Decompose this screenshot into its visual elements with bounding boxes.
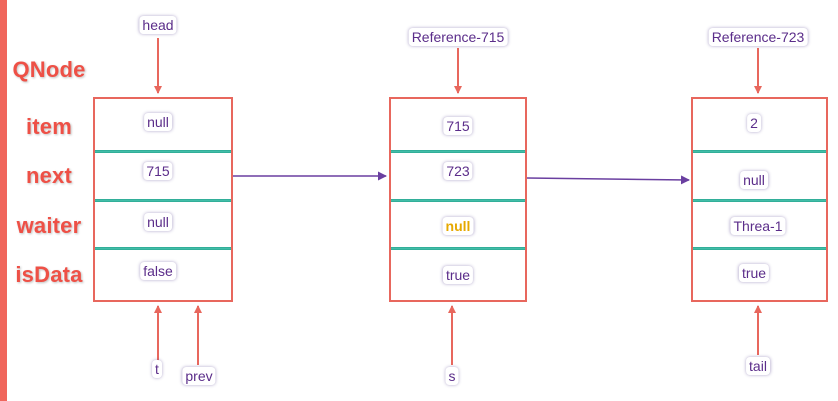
field-label-next: next	[25, 163, 73, 188]
head-label: head	[139, 16, 177, 34]
node-2-header: Reference-715	[408, 28, 508, 46]
node-1-next-value: 715	[143, 162, 173, 180]
next-link-arrow-2	[526, 175, 690, 185]
separator	[95, 199, 231, 202]
t-label: t	[152, 360, 162, 378]
node-3-header: Reference-723	[708, 28, 808, 46]
node-3-isdata-value: true	[738, 264, 770, 282]
node-1-waiter-value: null	[144, 213, 172, 231]
separator	[391, 247, 525, 250]
node-2-item-value: 715	[443, 117, 473, 135]
field-label-item: item	[25, 114, 73, 139]
s-label: s	[445, 367, 459, 385]
separator	[95, 247, 231, 250]
prev-label: prev	[182, 367, 216, 385]
separator	[95, 150, 231, 153]
field-label-isdata: isData	[15, 262, 83, 287]
node-1-item-value: null	[144, 113, 172, 131]
left-accent-bar	[0, 0, 7, 401]
node-2-waiter-value: null	[442, 217, 474, 235]
separator	[693, 199, 826, 202]
field-label-waiter: waiter	[16, 213, 82, 238]
node-1-isdata-value: false	[140, 262, 176, 280]
separator	[693, 247, 826, 250]
separator	[391, 199, 525, 202]
tail-label: tail	[746, 357, 770, 375]
separator	[693, 150, 826, 153]
qnode-title: QNode	[12, 57, 86, 82]
node-2-next-value: 723	[443, 162, 473, 180]
node-3-waiter-value: Threa-1	[730, 217, 786, 235]
separator	[391, 150, 525, 153]
node-3-next-value: null	[740, 171, 768, 189]
node-3-item-value: 2	[747, 114, 761, 132]
node-2-isdata-value: true	[442, 266, 474, 284]
